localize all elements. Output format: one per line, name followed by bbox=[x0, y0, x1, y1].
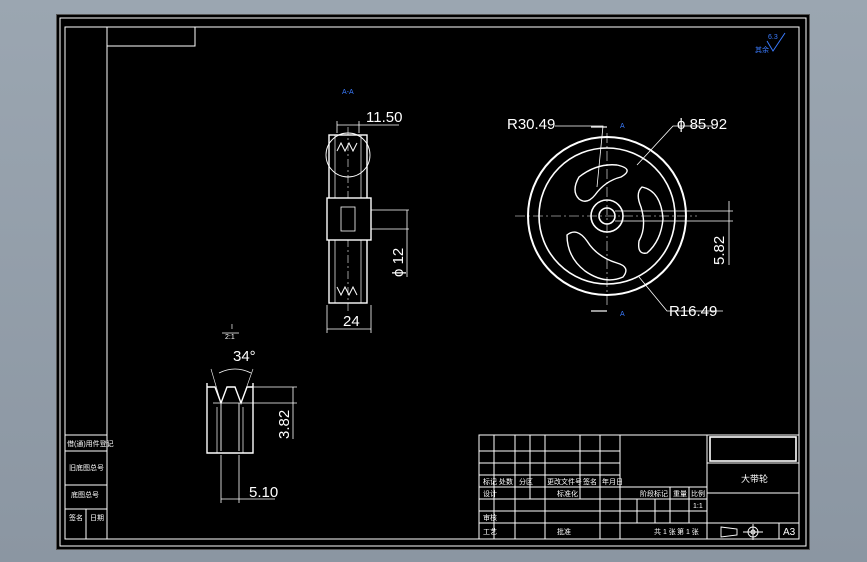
tb-stage-mark: 阶段标记 bbox=[640, 489, 668, 498]
left-strip-row-4: 签名 bbox=[69, 513, 83, 522]
tb-row-design: 设计 bbox=[483, 489, 497, 498]
tb-header-3: 分区 bbox=[519, 477, 533, 486]
tb-standardization: 标准化 bbox=[557, 489, 578, 498]
front-view bbox=[515, 125, 733, 312]
tb-scale: 比例 bbox=[691, 489, 705, 498]
tb-sheet-no: 第 1 张 bbox=[677, 527, 699, 536]
section-label: A-A bbox=[342, 89, 354, 96]
surface-finish-value: 6.3 bbox=[768, 34, 778, 41]
dim-outer-dia: ϕ 85.92 bbox=[677, 116, 727, 133]
dim-slot-radius: R16.49 bbox=[669, 303, 717, 320]
left-strip-table bbox=[64, 434, 108, 540]
tb-weight: 重量 bbox=[673, 490, 687, 498]
cad-drawing: A-A 11.50 24 ϕ 12 A A R30.49 ϕ 85.92 R16… bbox=[59, 17, 807, 547]
dim-groove-pitch: 5.10 bbox=[249, 484, 278, 501]
surface-finish-symbol: 6.3 其余 bbox=[755, 32, 786, 54]
tb-row-process: 工艺 bbox=[483, 528, 497, 536]
part-name: 大带轮 bbox=[741, 473, 768, 484]
tb-header-5: 签名 bbox=[583, 477, 597, 486]
drawing-sheet: A-A 11.50 24 ϕ 12 A A R30.49 ϕ 85.92 R16… bbox=[56, 14, 810, 550]
dim-groove-radius: R30.49 bbox=[507, 116, 555, 133]
detail-ratio-bottom: 2:1 bbox=[225, 334, 235, 341]
tb-header-2: 处数 bbox=[499, 477, 513, 486]
section-marker-top: A bbox=[620, 123, 625, 130]
left-strip-row-5: 日期 bbox=[90, 514, 104, 522]
detail-ratio-top: I bbox=[231, 324, 233, 331]
detail-circle bbox=[325, 132, 371, 178]
tb-row-review: 审核 bbox=[483, 513, 497, 522]
tb-header-1: 标记 bbox=[483, 477, 497, 486]
detail-view bbox=[206, 368, 297, 503]
dim-hub-width: 24 bbox=[343, 313, 360, 330]
inner-frame bbox=[64, 26, 800, 540]
left-strip-row-2: 旧底图总号 bbox=[69, 463, 104, 472]
tb-header-6: 年月日 bbox=[602, 477, 623, 486]
dim-bore-dia: ϕ 12 bbox=[390, 248, 407, 277]
surface-finish-prefix: 其余 bbox=[755, 45, 769, 54]
left-strip-row-1: 借(通)用件登记 bbox=[67, 439, 114, 448]
tb-header-4: 更改文件号 bbox=[547, 477, 582, 486]
dim-groove-angle: 34° bbox=[233, 348, 256, 365]
title-block bbox=[478, 434, 800, 540]
sheet-size: A3 bbox=[783, 527, 796, 538]
projection-symbol-icon bbox=[720, 524, 763, 540]
dim-groove-depth: 3.82 bbox=[276, 410, 293, 439]
dim-keyway: 5.82 bbox=[711, 236, 728, 265]
tb-approve: 批准 bbox=[557, 527, 571, 536]
tb-scale-value: 1:1 bbox=[693, 503, 703, 510]
left-strip-row-3: 底图总号 bbox=[71, 490, 99, 499]
tb-sheets: 共 1 张 bbox=[654, 527, 676, 536]
section-view bbox=[325, 121, 409, 333]
outer-frame bbox=[59, 17, 807, 547]
dim-groove-width: 11.50 bbox=[366, 109, 402, 126]
top-code-box bbox=[106, 26, 196, 47]
section-marker-bottom: A bbox=[620, 311, 625, 318]
